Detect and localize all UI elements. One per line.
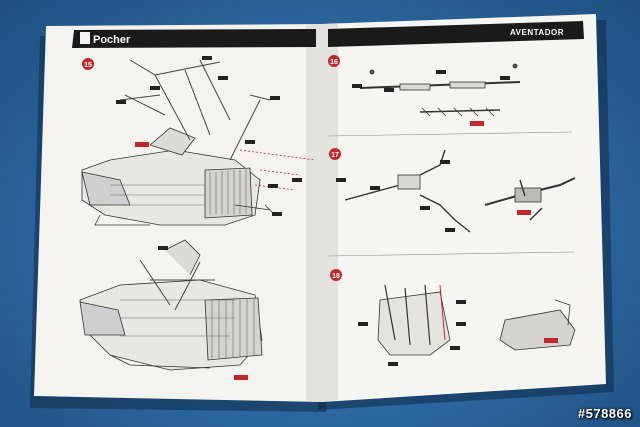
step-17-number: 17	[331, 152, 339, 159]
step-17-labels	[336, 160, 531, 232]
left-part-labels	[116, 56, 302, 380]
engine-assembly-lower-illustration	[79, 239, 263, 371]
step-divider-2	[327, 251, 575, 257]
brand-label: Pocher	[93, 34, 131, 46]
left-header-bar	[72, 29, 316, 48]
step-16-labels	[352, 70, 510, 126]
engine-assembly-upper-illustration	[81, 59, 316, 226]
model-label: AVENTADOR	[510, 28, 564, 37]
step-15-number: 15	[84, 62, 92, 69]
step-18-number: 18	[332, 273, 340, 280]
step-18-labels	[358, 300, 558, 366]
step-divider-1	[327, 131, 573, 137]
step-17-badge	[329, 148, 341, 160]
pocher-logo-icon	[80, 32, 90, 44]
step-15-badge	[82, 58, 94, 70]
steering-rack-illustration	[359, 63, 521, 117]
step-16-badge	[328, 55, 340, 67]
right-header-bar	[328, 21, 584, 47]
watermark-label: #578866	[577, 406, 632, 421]
step-18-badge	[330, 269, 342, 281]
step-16-number: 16	[330, 59, 338, 66]
steering-column-illustration	[344, 149, 576, 233]
